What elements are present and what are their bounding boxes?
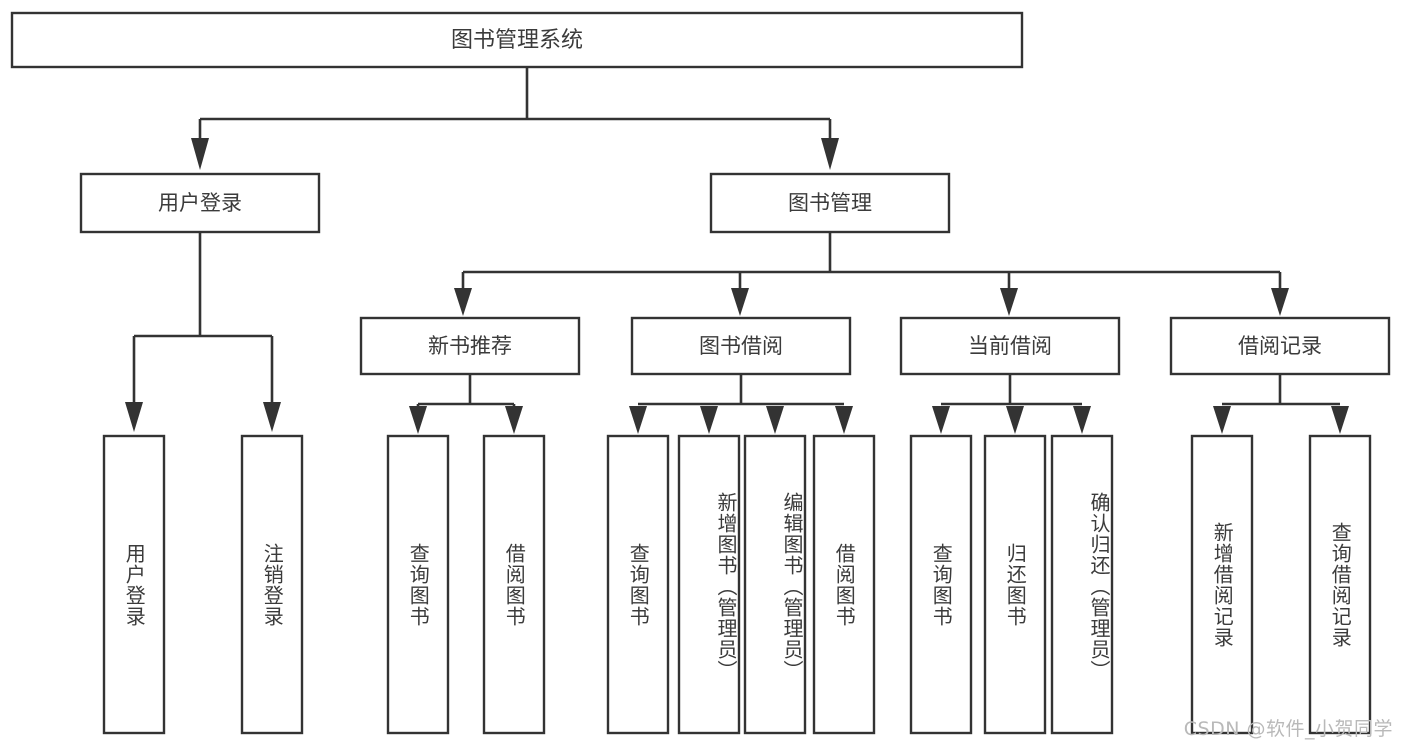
node-leaf-logout-box[interactable] [240,434,304,735]
node-book-borrow-label: 图书借阅 [699,334,783,358]
node-current-borrow-label: 当前借阅 [968,334,1052,358]
node-leaf-borrow-book-1-box[interactable] [482,434,546,735]
arrow-head-leaf-logout [263,402,281,432]
node-user-login-label: 用户登录 [158,191,242,215]
arrow-head-leaf-query-book-2 [629,406,647,434]
node-book-manage-box[interactable] [709,172,951,234]
node-leaf-add-record-box[interactable] [1190,434,1254,735]
node-layer: 图书管理系统 用户登录 图书管理 新书推荐 图书借阅 当前借阅 借阅记录 [10,11,1391,735]
node-leaf-edit-book-box[interactable] [743,434,807,735]
arrow-head-leaf-edit-book [766,406,784,434]
node-leaf-query-record-box[interactable] [1308,434,1372,735]
connector-layer [125,67,1349,434]
arrow-head-leaf-user-login [125,402,143,432]
arrow-head-leaf-return-book [1006,406,1024,434]
node-leaf-query-book-3-box[interactable] [909,434,973,735]
node-leaf-add-book-box[interactable] [677,434,741,735]
arrow-head-book-manage [821,138,839,170]
node-book-manage-label: 图书管理 [788,191,872,215]
arrow-head-leaf-add-record [1213,406,1231,434]
node-leaf-query-book-2-box[interactable] [606,434,670,735]
node-root-label: 图书管理系统 [451,28,583,53]
node-leaf-confirm-return-box[interactable] [1050,434,1114,735]
node-leaf-borrow-book-2-box[interactable] [812,434,876,735]
node-borrow-record-box[interactable] [1169,316,1391,376]
arrow-head-borrow-record [1271,288,1289,316]
arrow-head-leaf-query-book-1 [409,406,427,434]
arrow-head-new-book-recommend [454,288,472,316]
node-borrow-record-label: 借阅记录 [1238,334,1322,358]
node-leaf-return-book-box[interactable] [983,434,1047,735]
arrow-head-leaf-borrow-book-2 [835,406,853,434]
node-new-book-recommend-label: 新书推荐 [428,334,512,358]
arrow-head-leaf-query-record [1331,406,1349,434]
arrow-head-user-login [191,138,209,170]
arrow-head-current-borrow [1000,288,1018,316]
node-user-login-box[interactable] [79,172,321,234]
node-leaf-query-book-1-box[interactable] [386,434,450,735]
arrow-head-book-borrow [731,288,749,316]
arrow-head-leaf-borrow-book-1 [505,406,523,434]
arrow-head-leaf-query-book-3 [932,406,950,434]
watermark-text: CSDN @软件_小贺同学 [1183,718,1393,740]
node-current-borrow-box[interactable] [899,316,1121,376]
node-book-borrow-box[interactable] [630,316,852,376]
node-new-book-recommend-box[interactable] [359,316,581,376]
arrow-head-leaf-confirm-return [1073,406,1091,434]
arrow-head-leaf-add-book [700,406,718,434]
node-root-box[interactable] [10,11,1024,69]
node-leaf-user-login-box[interactable] [102,434,166,735]
